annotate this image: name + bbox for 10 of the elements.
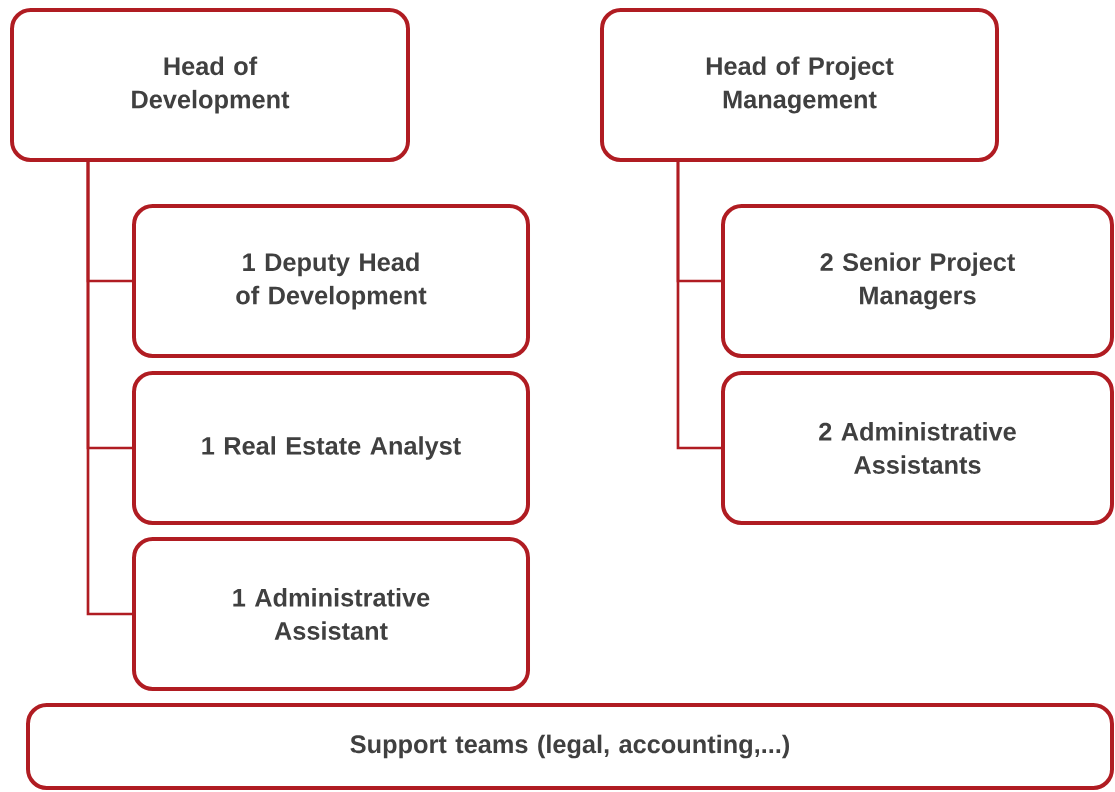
- org-box: 1 Administrative Assistant: [132, 537, 530, 691]
- org-box: 2 Senior Project Managers: [721, 204, 1114, 358]
- connector-line: [676, 162, 721, 450]
- org-box: Head of Development: [10, 8, 410, 162]
- org-box: Head of Project Management: [600, 8, 999, 162]
- connector-line: [86, 162, 132, 616]
- org-box: 1 Real Estate Analyst: [132, 371, 530, 525]
- org-box: Support teams (legal, accounting,...): [26, 703, 1114, 790]
- org-box: 1 Deputy Head of Development: [132, 204, 530, 358]
- org-box: 2 Administrative Assistants: [721, 371, 1114, 525]
